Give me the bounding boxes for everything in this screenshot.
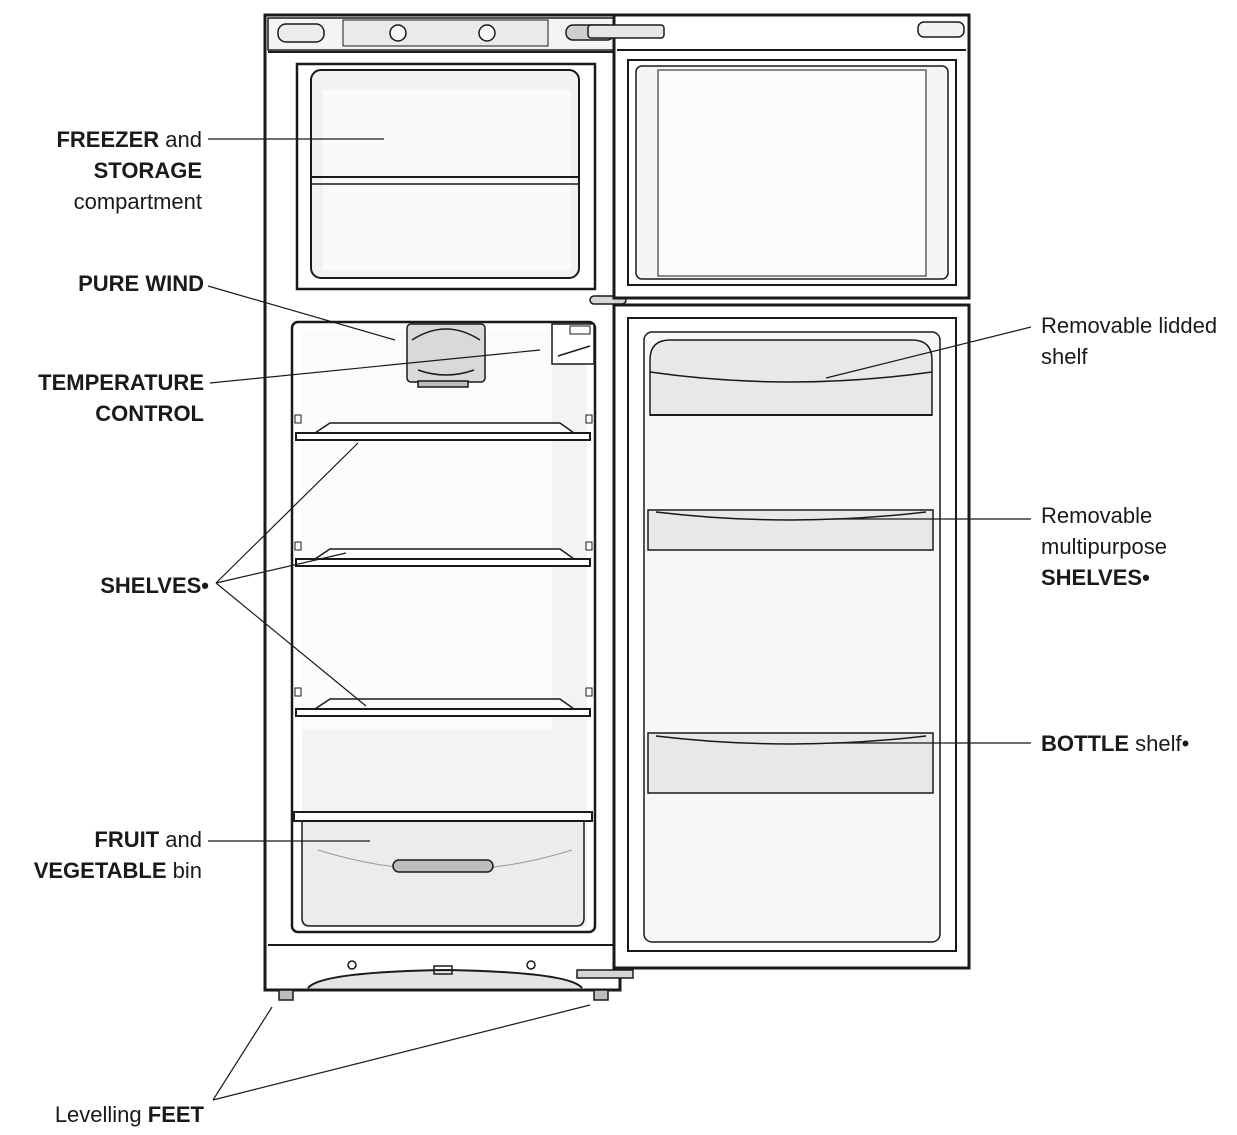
- label-shelves-left-dot: •: [201, 573, 209, 598]
- label-multipurpose: multipurpose: [1041, 534, 1167, 559]
- label-freezer: FREEZER and STORAGE compartment: [56, 124, 202, 217]
- label-fruit-bin: bin: [166, 858, 202, 883]
- label-storage-bold: STORAGE: [93, 158, 202, 183]
- leader-lines: [207, 138, 1032, 1101]
- label-pure-wind: PURE WIND: [78, 268, 204, 299]
- label-control-bold: CONTROL: [95, 401, 204, 426]
- label-freezer-bold: FREEZER: [56, 127, 160, 152]
- fridge-door: [612, 303, 971, 970]
- label-bottle-bold: BOTTLE: [1041, 731, 1129, 756]
- label-temperature-bold: TEMPERATURE: [38, 370, 204, 395]
- label-shelves-left-bold: SHELVES: [100, 573, 202, 598]
- label-fruit-vegetable: FRUIT and VEGETABLE bin: [34, 824, 202, 886]
- label-fruit-and: and: [159, 827, 202, 852]
- label-multipurpose-shelves: Removable multipurpose SHELVES•: [1041, 500, 1167, 593]
- label-shelves-left: SHELVES•: [100, 570, 209, 601]
- label-lidded-shelf: Removable lidded shelf: [1041, 310, 1217, 372]
- fridge-compartment: [290, 320, 597, 934]
- label-fruit-bold: FRUIT: [94, 827, 160, 852]
- label-freezer-and: and: [159, 127, 202, 152]
- freezer-compartment: [295, 62, 597, 291]
- label-compartment: compartment: [73, 189, 202, 214]
- label-levelling: Levelling: [54, 1102, 148, 1127]
- label-vegetable-bold: VEGETABLE: [33, 858, 167, 883]
- label-feet-bold: FEET: [147, 1102, 204, 1127]
- label-bottle-shelf-text: shelf•: [1129, 731, 1190, 756]
- label-temperature-control: TEMPERATURE CONTROL: [38, 367, 204, 429]
- label-bottle-shelf: BOTTLE shelf•: [1041, 728, 1189, 759]
- label-removable: Removable: [1041, 503, 1153, 528]
- label-pure-wind-bold: PURE WIND: [78, 271, 204, 296]
- freezer-door: [587, 13, 971, 300]
- label-lidded-line2: shelf: [1041, 344, 1088, 369]
- label-lidded-line1: Removable lidded: [1041, 313, 1218, 338]
- label-shelves-right-dot: •: [1142, 565, 1150, 590]
- label-levelling-feet: Levelling FEET: [55, 1099, 204, 1130]
- label-shelves-right-bold: SHELVES: [1041, 565, 1143, 590]
